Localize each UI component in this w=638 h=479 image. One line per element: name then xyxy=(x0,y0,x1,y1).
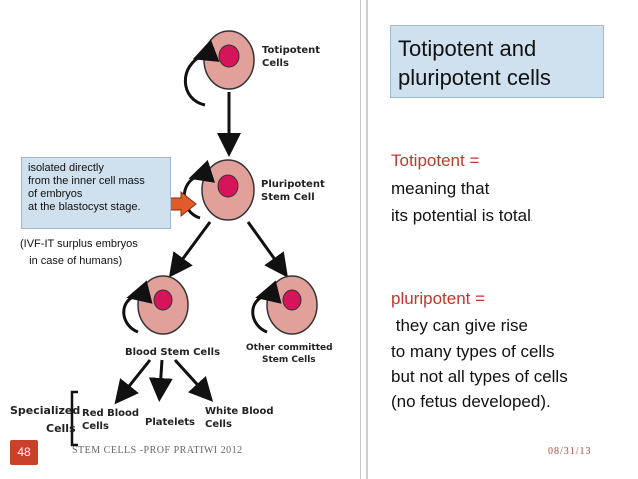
other-stem-cell xyxy=(266,275,318,335)
inner-cell-mass-note: isolated directly from the inner cell ma… xyxy=(21,157,171,229)
stem-cell-diagram: Totipotent Cells Pluripotent Stem Cell B… xyxy=(10,30,333,447)
slide-title: Totipotent and pluripotent cells xyxy=(390,25,604,98)
pluripotent-def-line-5: (no fetus developed). xyxy=(391,392,551,411)
blood-stem-cell xyxy=(137,275,189,335)
label-platelets: Platelets xyxy=(145,417,195,428)
note-line: from the inner cell mass xyxy=(28,175,145,187)
totipotent-term: Totipotent = xyxy=(391,151,480,170)
label-specialized-1: Specialized xyxy=(10,404,80,417)
label-red-blood-1: Red Blood xyxy=(82,408,139,419)
arrow-to-white-blood xyxy=(173,358,214,402)
pluripotent-term: pluripotent = xyxy=(391,289,486,308)
specialized-bracket xyxy=(70,390,78,447)
label-white-blood-2: Cells xyxy=(205,419,232,430)
label-red-blood-2: Cells xyxy=(82,421,109,432)
ivf-line-2: in case of humans) xyxy=(20,255,123,267)
pluripotent-def-line-2: they can give rise xyxy=(391,316,529,335)
label-pluripotent-2: Stem Cell xyxy=(261,192,315,203)
label-other-2: Stem Cells xyxy=(262,355,316,365)
label-totipotent-2: Cells xyxy=(262,58,289,69)
self-renew-arrow-1 xyxy=(183,39,220,107)
label-white-blood-1: White Blood xyxy=(205,406,274,417)
ivf-note: (IVF-IT surplus embryos in case of human… xyxy=(20,236,138,270)
label-other-1: Other committed xyxy=(246,343,333,353)
slide-number: 48 xyxy=(10,440,38,465)
left-panel xyxy=(360,0,361,479)
title-line-1: Totipotent and xyxy=(398,36,537,61)
pluripotent-def-line-3: to many types of cells xyxy=(391,342,555,361)
pluripotent-def-line-4: but not all types of cells xyxy=(391,367,568,386)
pluripotent-cell xyxy=(201,159,255,221)
self-renew-arrow-4 xyxy=(251,280,282,334)
label-pluripotent-1: Pluripotent xyxy=(261,179,325,190)
self-renew-arrow-3 xyxy=(122,280,153,334)
totipotent-def-line-3: its potential is total. xyxy=(391,206,533,226)
totipotent-def-period: . xyxy=(530,216,533,223)
totipotent-cell xyxy=(203,30,255,90)
arrow-to-other-stem xyxy=(246,221,288,278)
totipotent-def-line-2: meaning that xyxy=(391,179,490,198)
label-blood-stem: Blood Stem Cells xyxy=(125,347,220,358)
right-panel xyxy=(366,0,638,479)
ivf-line-1: (IVF-IT surplus embryos xyxy=(20,238,138,250)
arrow-to-platelets xyxy=(148,359,173,402)
arrow-to-red-blood xyxy=(114,359,152,405)
label-totipotent-1: Totipotent xyxy=(262,45,320,56)
footer-text: STEM CELLS -PROF PRATIWI 2012 xyxy=(72,445,243,456)
arrow-to-blood-stem xyxy=(168,221,212,278)
title-line-2: pluripotent cells xyxy=(398,65,551,90)
note-line: isolated directly xyxy=(28,162,104,174)
footer-date: 08/31/13 xyxy=(548,446,592,457)
label-specialized-2: Cells xyxy=(46,422,76,435)
totipotent-def-text: its potential is total xyxy=(391,206,531,225)
note-line: of embryos xyxy=(28,188,83,200)
note-line: at the blastocyst stage. xyxy=(28,201,141,213)
